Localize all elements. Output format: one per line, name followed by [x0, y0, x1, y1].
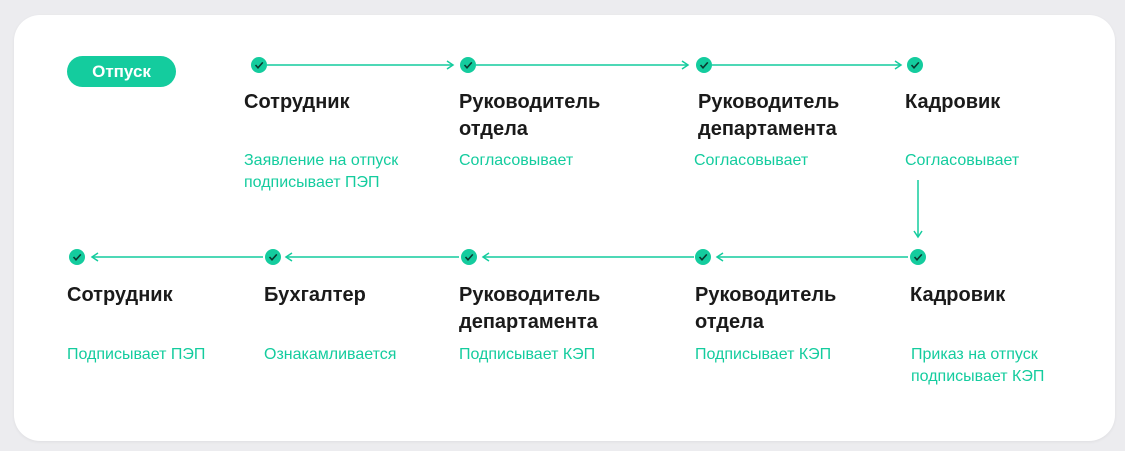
bottom-role-division-head: Руководитель департамента: [459, 284, 601, 333]
check-icon: [907, 57, 923, 73]
top-action-division-head: Согласовывает: [694, 152, 809, 169]
check-icon: [69, 249, 85, 265]
top-action-employee: Заявление на отпуск подписывает ПЭП: [244, 152, 399, 191]
process-card: [14, 15, 1115, 441]
arrow-bottom-2-head: [481, 252, 490, 262]
arrow-down-head: [913, 230, 923, 239]
check-icon: [460, 57, 476, 73]
top-role-hr: Кадровик: [905, 91, 1001, 113]
check-icon: [696, 57, 712, 73]
bottom-action-dept-head: Подписывает КЭП: [695, 346, 832, 363]
check-icon: [251, 57, 267, 73]
bottom-role-dept-head: Руководитель отдела: [695, 284, 837, 333]
arrow-top-3-head: [894, 60, 903, 70]
bottom-action-hr: Приказ на отпуск подписывает КЭП: [911, 346, 1045, 385]
bottom-action-employee: Подписывает ПЭП: [67, 346, 206, 363]
top-role-division-head: Руководитель департамента: [698, 91, 840, 140]
arrow-bottom-3-head: [284, 252, 293, 262]
check-icon: [461, 249, 477, 265]
top-role-employee: Сотрудник: [244, 91, 350, 113]
top-role-dept-head: Руководитель отдела: [459, 91, 601, 140]
arrow-bottom-4-head: [90, 252, 99, 262]
check-icon: [265, 249, 281, 265]
top-action-dept-head: Согласовывает: [459, 152, 574, 169]
arrow-bottom-1-head: [715, 252, 724, 262]
arrow-top-2-head: [681, 60, 690, 70]
bottom-action-accountant: Ознакамливается: [264, 346, 397, 363]
bottom-role-hr: Кадровик: [910, 284, 1006, 306]
bottom-role-employee: Сотрудник: [67, 284, 173, 306]
check-icon: [695, 249, 711, 265]
vacation-badge: Отпуск: [67, 56, 176, 87]
bottom-role-accountant: Бухгалтер: [264, 284, 366, 306]
check-icon: [910, 249, 926, 265]
arrow-top-1-head: [446, 60, 455, 70]
top-action-hr: Согласовывает: [905, 152, 1020, 169]
bottom-action-division-head: Подписывает КЭП: [459, 346, 596, 363]
